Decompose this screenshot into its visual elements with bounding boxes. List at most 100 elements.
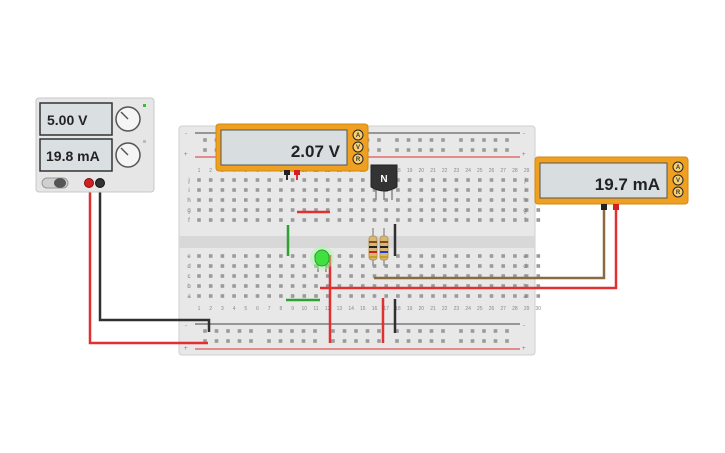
rail-hole[interactable] [406,339,411,343]
breadboard-hole[interactable] [419,264,424,268]
rail-hole[interactable] [267,339,271,343]
breadboard-hole[interactable] [255,294,260,298]
breadboard-hole[interactable] [501,198,505,202]
breadboard-hole[interactable] [361,218,365,222]
breadboard-hole[interactable] [431,274,435,278]
breadboard-hole[interactable] [290,264,295,268]
breadboard-hole[interactable] [419,208,424,212]
breadboard-hole[interactable] [396,284,400,288]
breadboard-hole[interactable] [501,284,505,288]
breadboard-hole[interactable] [197,254,201,258]
rail-hole[interactable] [493,138,498,142]
breadboard-hole[interactable] [407,178,412,182]
breadboard-hole[interactable] [384,294,388,298]
rail-hole[interactable] [226,329,230,333]
power-supply[interactable]: 5.00 V 19.8 mA [35,97,155,193]
breadboard-hole[interactable] [536,264,541,268]
breadboard-hole[interactable] [290,254,295,258]
breadboard-hole[interactable] [536,274,541,278]
rail-hole[interactable] [342,329,347,333]
breadboard-hole[interactable] [454,264,459,268]
rail-hole[interactable] [354,339,358,343]
breadboard-hole[interactable] [384,284,388,288]
breadboard-hole[interactable] [478,188,482,192]
breadboard-hole[interactable] [524,198,529,202]
breadboard-hole[interactable] [325,274,330,278]
breadboard-hole[interactable] [396,188,400,192]
breadboard-hole[interactable] [466,294,470,298]
breadboard-hole[interactable] [419,198,424,202]
npn-transistor[interactable]: N [370,164,398,200]
rail-hole[interactable] [429,148,434,152]
breadboard-hole[interactable] [454,294,459,298]
breadboard-hole[interactable] [302,284,307,288]
breadboard-hole[interactable] [501,218,505,222]
rail-hole[interactable] [406,148,411,152]
wire-black-supply-negative[interactable] [98,184,211,332]
voltmeter-black-terminal[interactable] [284,170,290,175]
breadboard-hole[interactable] [232,274,236,278]
breadboard-hole[interactable] [513,178,517,182]
breadboard-hole[interactable] [407,284,412,288]
ammeter-mode-v-button[interactable] [672,174,684,186]
breadboard-hole[interactable] [220,218,225,222]
rail-hole[interactable] [249,339,253,343]
breadboard-hole[interactable] [419,274,424,278]
breadboard-hole[interactable] [337,254,342,258]
breadboard-hole[interactable] [396,294,400,298]
breadboard-hole[interactable] [454,218,459,222]
rail-hole[interactable] [226,339,230,343]
rail-hole[interactable] [482,148,486,152]
breadboard-hole[interactable] [337,294,342,298]
breadboard-hole[interactable] [197,198,201,202]
breadboard-hole[interactable] [302,294,307,298]
rail-hole[interactable] [249,329,253,333]
rail-hole[interactable] [395,138,399,142]
breadboard-hole[interactable] [478,254,482,258]
breadboard-hole[interactable] [407,188,412,192]
breadboard-hole[interactable] [431,254,435,258]
ammeter-mode-buttons[interactable]: A V R [672,161,684,198]
breadboard-hole[interactable] [244,294,248,298]
breadboard-hole[interactable] [466,264,470,268]
breadboard-hole[interactable] [325,178,330,182]
breadboard-hole[interactable] [302,208,307,212]
rail-hole[interactable] [377,339,381,343]
breadboard-hole[interactable] [279,294,283,298]
breadboard-hole[interactable] [314,284,318,288]
breadboard-hole[interactable] [220,188,225,192]
breadboard-hole[interactable] [349,264,353,268]
breadboard-hole[interactable] [232,178,236,182]
power-supply-negative-terminal[interactable] [95,178,105,188]
breadboard-hole[interactable] [513,254,517,258]
breadboard-hole[interactable] [220,264,225,268]
breadboard-hole[interactable] [372,188,377,192]
breadboard-hole[interactable] [267,218,271,222]
rail-hole[interactable] [441,339,445,343]
breadboard-hole[interactable] [524,274,529,278]
breadboard-hole[interactable] [220,254,225,258]
rail-hole[interactable] [301,339,306,343]
breadboard-hole[interactable] [302,264,307,268]
breadboard-hole[interactable] [349,284,353,288]
rail-hole[interactable] [429,138,434,142]
breadboard-hole[interactable] [478,294,482,298]
breadboard-hole[interactable] [290,208,295,212]
breadboard-hole[interactable] [314,198,318,202]
breadboard-hole[interactable] [290,198,295,202]
rail-hole[interactable] [406,329,411,333]
breadboard-hole[interactable] [396,218,400,222]
breadboard-hole[interactable] [290,218,295,222]
breadboard-hole[interactable] [208,264,213,268]
breadboard-hole[interactable] [337,208,342,212]
voltmeter-mode-a-button[interactable] [352,129,364,141]
breadboard-hole[interactable] [466,198,470,202]
breadboard-hole[interactable] [372,218,377,222]
breadboard-hole[interactable] [384,208,388,212]
breadboard-hole[interactable] [489,218,494,222]
breadboard-hole[interactable] [419,254,424,258]
breadboard-hole[interactable] [513,208,517,212]
breadboard-hole[interactable] [244,274,248,278]
breadboard-hole[interactable] [489,264,494,268]
breadboard-hole[interactable] [244,208,248,212]
